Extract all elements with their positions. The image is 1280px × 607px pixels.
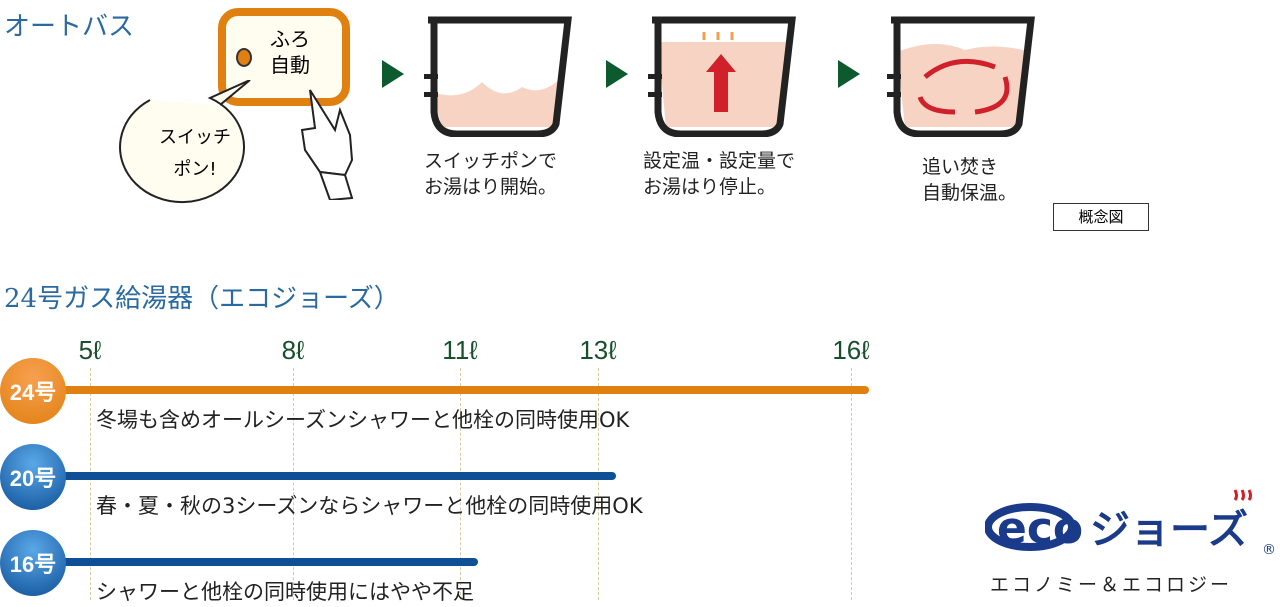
registered-mark: ®	[1262, 542, 1276, 558]
eco-jozu-logo: eco ジョーズ	[985, 489, 1252, 554]
bubble-line1: スイッチ	[159, 127, 231, 148]
autobath-title: オートバス	[4, 12, 135, 42]
model-badge: 24号	[0, 358, 66, 424]
panel-line2: 自動	[270, 53, 310, 77]
gridline	[598, 368, 599, 600]
model-note: 冬場も含めオールシーズンシャワーと他栓の同時使用OK	[96, 408, 630, 432]
concept-diagram-label: 概念図	[1053, 203, 1149, 231]
step2-caption-line1: 設定温・設定量で	[643, 150, 796, 172]
model-badge: 16号	[0, 530, 66, 596]
step1-caption-line2: お湯はり開始。	[424, 176, 558, 198]
bathtub-reheat-icon	[887, 16, 1035, 137]
bath-auto-panel: ふろ 自動	[218, 8, 350, 106]
tick-label: 5ℓ	[78, 335, 102, 365]
panel-line1: ふろ	[270, 27, 310, 51]
tick-label: 8ℓ	[281, 335, 305, 365]
tick-label: 16ℓ	[832, 335, 870, 365]
bathtub-filling-icon	[424, 16, 572, 137]
model-note: シャワーと他栓の同時使用にはやや不足	[96, 580, 474, 604]
gridline	[90, 368, 91, 600]
chart-title: 24号ガス給湯器（エコジョーズ）	[4, 284, 400, 314]
speech-bubble-icon	[119, 80, 251, 204]
tick-label: 13ℓ	[579, 335, 617, 365]
bathtub-full-icon	[648, 16, 796, 137]
step3-caption-line2: 自動保温。	[922, 182, 1018, 204]
bubble-line2: ポン!	[173, 159, 217, 180]
step-arrow-icon	[382, 60, 404, 88]
logo-tagline: エコノミー＆エコロジー	[990, 574, 1233, 596]
model-badge: 20号	[0, 444, 66, 510]
capacity-bar	[40, 386, 869, 394]
gridline	[460, 368, 461, 600]
step-arrow-icon	[606, 60, 628, 88]
svg-text:eco: eco	[997, 503, 1083, 554]
capacity-bar	[40, 472, 616, 480]
model-note: 春・夏・秋の3シーズンならシャワーと他栓の同時使用OK	[96, 494, 643, 518]
pointing-hand-icon	[300, 89, 354, 200]
step2-caption-line2: お湯はり停止。	[643, 176, 777, 198]
indicator-light-icon	[236, 48, 252, 67]
step1-caption-line1: スイッチポンで	[424, 150, 558, 172]
gridline	[293, 368, 294, 600]
step-arrow-icon	[838, 60, 860, 88]
tick-label: 11ℓ	[442, 335, 478, 365]
step3-caption-line1: 追い焚き	[922, 156, 999, 178]
capacity-bar	[40, 558, 478, 566]
gridline	[851, 368, 852, 600]
svg-text:ジョーズ: ジョーズ	[1090, 507, 1248, 553]
